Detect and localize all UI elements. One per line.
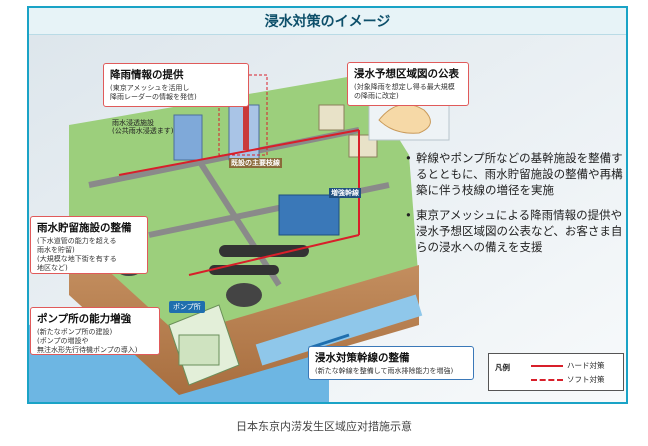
figure-caption: 日本东京内涝发生区域应对措施示意	[236, 420, 412, 433]
callout-rain-info: 降雨情報の提供 (東京アメッシュを活用し 降雨レーダーの情報を発信)	[103, 63, 249, 107]
radar-tower	[243, 90, 249, 150]
callout-forecast-map-sub: (対象降雨を想定し得る最大規模 の降雨に改定)	[354, 83, 455, 100]
diagram-title: 浸水対策のイメージ	[29, 8, 626, 35]
infiltration-label: 雨水浸透施設 (公共雨水浸透ます)	[112, 119, 174, 135]
legend-soft-line	[531, 378, 563, 381]
callout-pump: ポンプ所の能力増強 (新たなポンプ所の建設) (ポンプの増設や 無注水形先行待機…	[30, 307, 160, 355]
legend-hard-row: ハード対策	[531, 360, 605, 371]
trunk-flow-arrow	[308, 333, 350, 350]
measures-bullet-list: 幹線やポンプ所などの基幹施設を整備するとともに、雨水貯留施設の整備や再構築に伴う…	[405, 150, 633, 264]
main-sewer-label: 既設の主要枝線	[229, 158, 282, 168]
callout-rain-info-sub: (東京アメッシュを活用し 降雨レーダーの情報を発信)	[110, 84, 197, 101]
callout-storage-sub: (下水道管の能力を超える 雨水を貯留) (大規模な地下街を有する 地区など)	[37, 237, 117, 272]
pump-station	[168, 304, 240, 386]
callout-forecast-map: 浸水予想区域図の公表 (対象降雨を想定し得る最大規模 の降雨に改定)	[347, 62, 469, 106]
callout-storage: 雨水貯留施設の整備 (下水道管の能力を超える 雨水を貯留) (大規模な地下街を有…	[30, 216, 148, 274]
legend-soft-label: ソフト対策	[567, 375, 605, 384]
callout-storage-heading: 雨水貯留施設の整備	[37, 222, 132, 234]
ground-section	[69, 235, 419, 395]
soft-measure-frame	[218, 74, 268, 156]
callout-forecast-map-heading: 浸水予想区域図の公表	[354, 68, 459, 80]
legend-hard-line	[531, 364, 563, 367]
callout-trunk: 浸水対策幹線の整備 (新たな幹線を整備して雨水排除能力を増強)	[308, 346, 474, 380]
bullet-item: 幹線やポンプ所などの基幹施設を整備するとともに、雨水貯留施設の整備や再構築に伴う…	[405, 150, 633, 198]
hard-measure-lines	[118, 129, 360, 276]
trunk-sewer	[255, 294, 423, 366]
callout-trunk-heading: 浸水対策幹線の整備	[315, 352, 410, 364]
legend-hard-label: ハード対策	[567, 361, 605, 370]
callout-trunk-sub: (新たな幹線を整備して雨水排除能力を増強)	[315, 367, 454, 375]
new-trunk-label: 増強幹線	[329, 188, 361, 198]
bullet-item: 東京アメッシュによる降雨情報の提供や浸水予想区域図の公表など、お客さま自らの浸水…	[405, 207, 633, 255]
pump-station-badge: ポンプ所	[169, 301, 205, 313]
legend: 凡例 ハード対策 ソフト対策	[488, 353, 624, 391]
legend-soft-row: ソフト対策	[531, 374, 605, 385]
callout-rain-info-heading: 降雨情報の提供	[110, 69, 184, 81]
legend-title: 凡例	[495, 363, 510, 372]
callout-pump-sub: (新たなポンプ所の建設) (ポンプの増設や 無注水形先行待機ポンプの導入)	[37, 328, 138, 354]
callout-pump-heading: ポンプ所の能力増強	[37, 313, 132, 325]
